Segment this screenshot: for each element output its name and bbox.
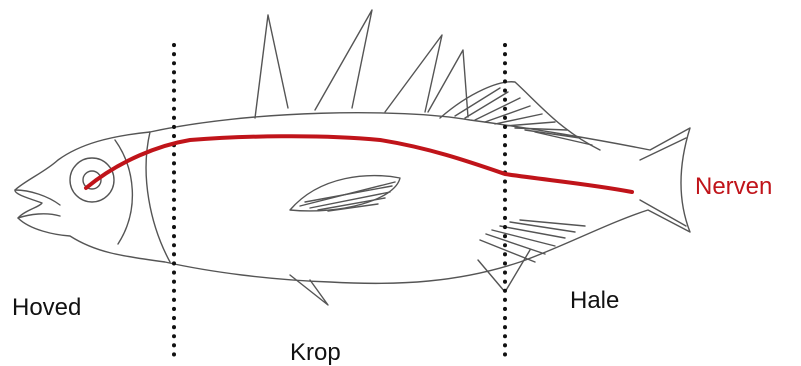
nerve-line bbox=[86, 136, 632, 192]
head-label: Hoved bbox=[12, 296, 81, 320]
nerve-label: Nerven bbox=[695, 175, 772, 199]
tail-label: Hale bbox=[570, 289, 619, 313]
fish-outline-icon bbox=[15, 10, 690, 305]
body-label: Krop bbox=[290, 341, 341, 365]
